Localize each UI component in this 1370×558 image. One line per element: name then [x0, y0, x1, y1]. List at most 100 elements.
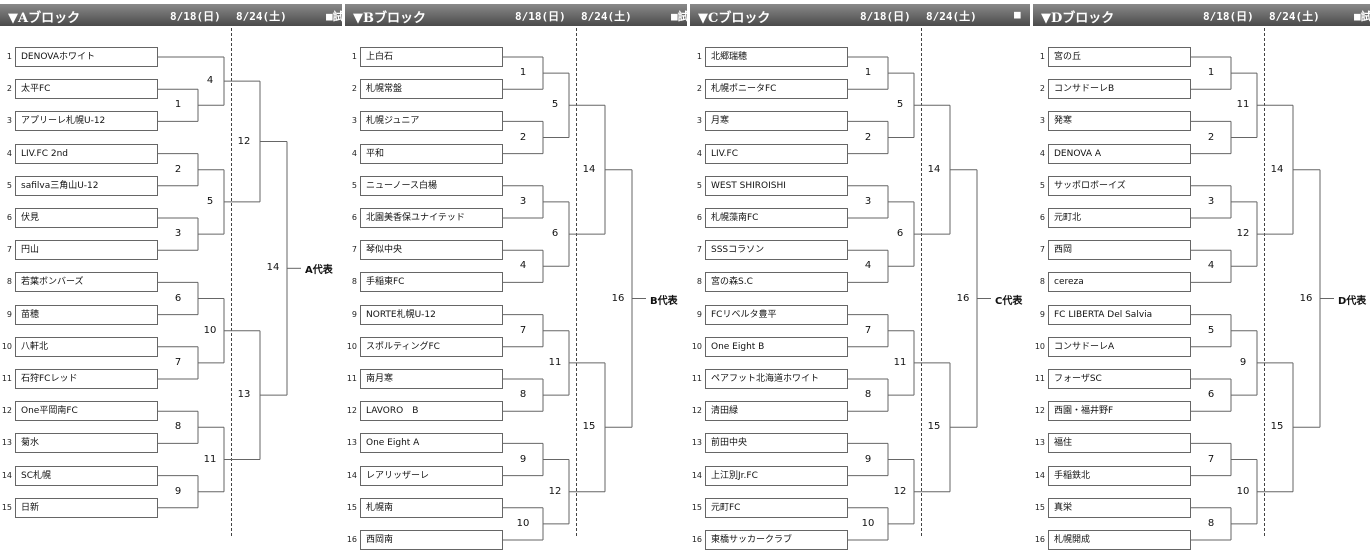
team-name: 北郷瑞穂 [705, 47, 848, 67]
seed-number: 10 [691, 341, 702, 351]
match-number: 3 [857, 195, 879, 208]
seed-number: 4 [6, 148, 12, 158]
date-divider [231, 28, 232, 536]
team-name: FCリベルタ豊平 [705, 304, 848, 325]
block-representative: B代表 [650, 295, 678, 307]
seed-number: 12 [691, 406, 702, 416]
team-name: 石狩FCレッド [15, 369, 158, 389]
match-number: 4 [1200, 260, 1222, 273]
match-number: 6 [889, 228, 911, 241]
seed-number: 11 [1034, 374, 1045, 383]
team-name: 宮の丘 [1048, 47, 1191, 67]
header-extra: ■試 [326, 10, 342, 23]
seed-number: 6 [1039, 213, 1045, 222]
match-number: 15 [1266, 421, 1288, 434]
header-extra: ■ [1014, 8, 1021, 21]
seed-number: 12 [346, 406, 357, 416]
seed-number: 2 [696, 84, 702, 94]
match-number: 4 [857, 260, 879, 273]
team-name: 伏見 [15, 208, 158, 228]
seed-number: 7 [6, 245, 12, 255]
date-divider [1264, 28, 1265, 536]
match-number: 3 [1200, 195, 1222, 208]
seed-number: 1 [6, 52, 12, 61]
seed-number: 9 [696, 309, 702, 319]
match-number: 2 [857, 131, 879, 144]
block-title: ▼Dブロック [1041, 11, 1115, 26]
match-number: 6 [544, 228, 566, 241]
match-number: 10 [857, 517, 879, 530]
seed-number: 14 [346, 470, 357, 480]
team-name: 北園美香保ユナイテッド [360, 208, 503, 228]
match-number: 15 [578, 421, 600, 434]
match-number: 11 [1232, 99, 1254, 112]
team-name: 手稲鉄北 [1048, 465, 1191, 486]
team-name: 琴似中央 [360, 240, 503, 261]
team-name: 八軒北 [15, 336, 158, 357]
match-number: 12 [233, 135, 255, 148]
seed-number: 15 [1, 502, 12, 512]
team-name: 西園・福井野F [1048, 401, 1191, 422]
match-number: 1 [167, 99, 189, 112]
seed-number: 5 [696, 180, 702, 190]
team-name: DENOVAホワイト [15, 47, 158, 67]
seed-number: 12 [1, 406, 12, 416]
team-name: ペアフット北海道ホワイト [705, 369, 848, 389]
bracket-lines [503, 56, 646, 541]
seed-number: 8 [696, 277, 702, 287]
block-title: ▼Aブロック [8, 11, 81, 26]
header-extra: ■試 [1354, 10, 1370, 23]
seed-number: 2 [6, 84, 12, 94]
date-round1: 8/18(日) [860, 10, 911, 23]
seed-number: 16 [691, 535, 702, 544]
team-name: SC札幌 [15, 465, 158, 486]
seed-number: 14 [1034, 470, 1045, 480]
match-number: 8 [167, 421, 189, 434]
team-name: 福住 [1048, 433, 1191, 454]
final-number: 14 [262, 262, 284, 275]
block-title: ▼Bブロック [353, 11, 426, 26]
team-name: 前田中央 [705, 433, 848, 454]
team-name: 札幌常盤 [360, 79, 503, 100]
match-number: 14 [1266, 163, 1288, 176]
match-number: 15 [923, 421, 945, 434]
seed-number: 1 [351, 52, 357, 61]
match-number: 12 [544, 485, 566, 498]
team-name: cereza [1048, 272, 1191, 293]
team-name: 札幌南 [360, 497, 503, 518]
seed-number: 3 [696, 116, 702, 126]
seed-number: 16 [346, 535, 357, 544]
team-name: 西岡 [1048, 240, 1191, 261]
match-number: 6 [167, 292, 189, 305]
seed-number: 2 [1039, 84, 1045, 94]
match-number: 13 [233, 389, 255, 402]
date-round2: 8/24(土) [926, 10, 977, 23]
block-representative: C代表 [995, 295, 1023, 307]
match-number: 10 [512, 517, 534, 530]
team-name: One Eight B [705, 336, 848, 357]
team-name: 苗穂 [15, 304, 158, 325]
seed-number: 1 [1039, 52, 1045, 61]
match-number: 2 [1200, 131, 1222, 144]
match-number: 3 [512, 195, 534, 208]
seed-number: 13 [1, 438, 12, 448]
bracket-lines [1191, 56, 1334, 541]
team-name: LAVORO B [360, 401, 503, 422]
team-name: 東橋サッカークラブ [705, 530, 848, 550]
seed-number: 2 [351, 84, 357, 94]
seed-number: 7 [1039, 245, 1045, 255]
date-round2: 8/24(土) [1269, 10, 1320, 23]
team-name: 月寒 [705, 111, 848, 132]
team-name: 南月寒 [360, 369, 503, 389]
team-name: コンサドーレA [1048, 336, 1191, 357]
match-number: 5 [1200, 324, 1222, 337]
seed-number: 8 [6, 277, 12, 287]
match-number: 14 [578, 163, 600, 176]
seed-number: 10 [1034, 341, 1045, 351]
team-name: 札幌開成 [1048, 530, 1191, 550]
seed-number: 4 [1039, 148, 1045, 158]
